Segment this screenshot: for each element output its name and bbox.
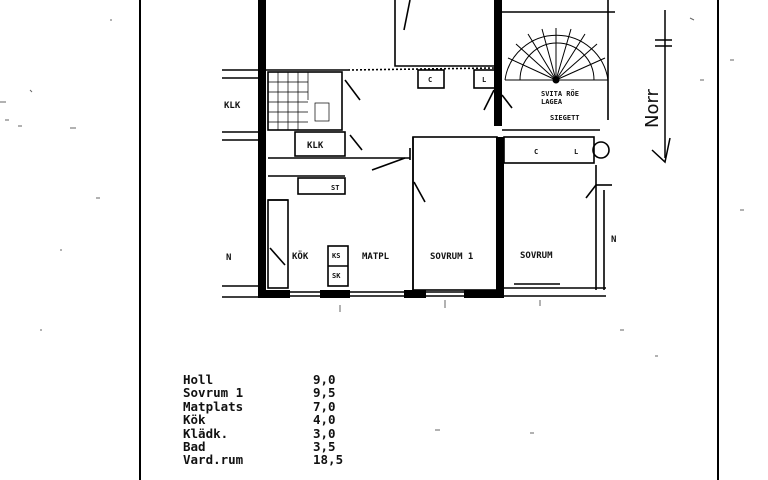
area-value: 4,0 (313, 412, 336, 428)
label-n-right: N (611, 235, 616, 245)
label-sovrum: SOVRUM (520, 251, 553, 261)
label-st: ST (331, 184, 339, 192)
scan-noise (0, 17, 744, 434)
area-value: 3,5 (313, 439, 336, 455)
thin-walls (222, 0, 615, 298)
area-row: Klädk. 3,0 (183, 425, 343, 441)
spiral-staircase (504, 28, 609, 84)
label-sk: SK (332, 272, 341, 280)
label-c1: C (428, 76, 432, 84)
area-row: Matplats 7,0 (183, 398, 343, 414)
label-matpl: MATPL (362, 252, 390, 262)
area-name: Kök (183, 412, 206, 428)
area-row: Vard.rum 18,5 (183, 452, 344, 468)
area-value: 7,0 (313, 398, 336, 414)
area-name: Klädk. (183, 425, 229, 441)
label-klk-left: KLK (224, 101, 241, 111)
north-arrow-icon (651, 10, 672, 164)
label-l-stair: L (574, 148, 578, 156)
stair-note-2: LAGEA (541, 98, 563, 106)
thick-walls (258, 0, 504, 298)
label-klk: KLK (307, 141, 324, 151)
label-kok: KÖK (292, 251, 309, 262)
area-value: 3,0 (313, 425, 336, 441)
area-value: 9,0 (313, 372, 336, 387)
label-c2: C (534, 148, 538, 156)
north-label: Norr (642, 88, 663, 128)
area-row: Holl 9,0 (183, 372, 343, 387)
bathroom-tiles (268, 72, 330, 130)
area-name: Sovrum 1 (183, 385, 244, 401)
area-row: Bad 3,5 (183, 439, 343, 455)
area-name: Bad (183, 439, 206, 455)
stair-note-1: SVITA RÖE (541, 89, 579, 98)
area-value: 18,5 (313, 452, 344, 468)
area-name: Vard.rum (183, 452, 244, 468)
area-name: Holl (183, 372, 214, 387)
stair-note-3: SIEGETT (550, 114, 580, 122)
label-l-top: L (482, 76, 486, 84)
label-sovrum1: SOVRUM 1 (430, 252, 473, 262)
area-table: Holl 9,0 Sovrum 1 9,5 Matplats 7,0 Kök 4… (183, 373, 343, 467)
area-row: Sovrum 1 9,5 (183, 385, 343, 401)
label-n-left: N (226, 253, 231, 263)
area-value: 9,5 (313, 385, 336, 401)
label-ks: KS (332, 252, 340, 260)
area-row: Kök 4,0 (183, 412, 343, 428)
area-name: Matplats (183, 398, 244, 414)
